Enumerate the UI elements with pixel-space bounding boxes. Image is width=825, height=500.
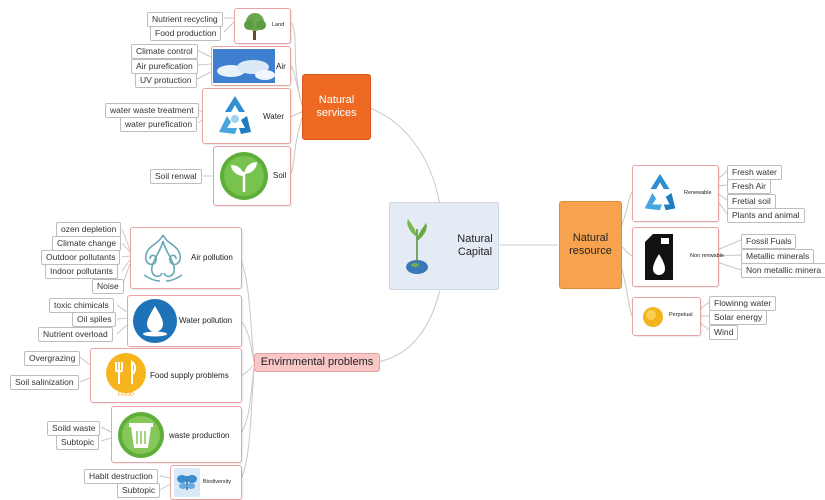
hub-natural-services-line1: Natural [318,94,355,106]
leaf-nutrient-recycling[interactable]: Nutrient recycling [147,12,223,27]
topic-waste-production-label: waste production [169,431,230,440]
leaf-habit-destruction[interactable]: Habit destruction [84,469,158,484]
trash-bin-icon [118,412,164,458]
leaf-outdoor-pollutants[interactable]: Outdoor pollutants [41,250,121,265]
topic-biodiversity-label: Biodiversity [203,479,232,485]
hub-natural-resource-line2: resource [569,245,612,257]
topic-food-icon-text: FOOD [118,392,134,398]
recycle-water-icon [219,96,251,134]
topic-food-supply-label: Food supply problems [150,371,229,380]
leaf-oil-spiles[interactable]: Oil spiles [72,312,117,327]
leaf-uv-protuction[interactable]: UV protuction [135,73,197,88]
leaf-fretial-soil[interactable]: Fretial soil [727,194,776,209]
leaf-food-production[interactable]: Food production [150,26,222,41]
leaf-metallic-minerals[interactable]: Metallic minerals [741,249,815,264]
hub-natural-services-line2: services [316,107,357,119]
topic-perpetual-label: Perpetual [669,312,693,318]
hub-environmental-problems-label: Envirnmental problems [260,356,374,368]
leaf-fresh-air[interactable]: Fresh Air [727,179,772,194]
recycle-icon [644,173,676,211]
leaf-soil-renwal[interactable]: Soil renwal [150,169,202,184]
hub-natural-resource[interactable]: Natural resource [559,201,622,289]
water-drop-icon [133,299,177,343]
central-title-line1: Natural [457,233,493,245]
topic-soil[interactable]: Soil [213,146,291,206]
leaf-climate-control[interactable]: Climate control [131,44,198,59]
leaf-fossil-fuals[interactable]: Fossil Fuals [741,234,797,249]
topic-soil-label: Soil [273,171,287,180]
sun-icon [643,307,663,327]
topic-renewable[interactable]: Renewable [632,165,719,222]
central-title-line2: Capital [457,246,493,258]
topic-air-pollution[interactable]: Air pollution [130,227,242,289]
topic-non-renewable[interactable]: Non renwable [632,227,724,287]
wind-swirl-icon [143,234,183,282]
topic-non-renewable-label: Non renwable [690,253,724,259]
topic-water-label: Water [263,112,285,121]
topic-perpetual[interactable]: Perpetual [632,297,701,336]
leaf-plants-and-animal[interactable]: Plants and animal [727,208,805,223]
leaf-soild-waste[interactable]: Soild waste [47,421,101,436]
leaf-water-waste-treatment[interactable]: water waste treatment [105,103,199,118]
topic-waste-production[interactable]: waste production [111,406,242,463]
leaf-air-purefication[interactable]: Air purefication [131,59,198,74]
topic-renewable-label: Renewable [684,190,712,196]
sprout-icon [220,152,268,200]
food-cutlery-icon [106,353,146,393]
hub-natural-resource-line1: Natural [572,232,609,244]
topic-biodiversity[interactable]: Biodiversity [170,465,242,500]
leaf-flowinng-water[interactable]: Flowinng water [709,296,777,311]
leaf-overgrazing[interactable]: Overgrazing [24,351,81,366]
leaf-ozen-depletion[interactable]: ozen depletion [56,222,122,237]
leaf-solar-energy[interactable]: Solar energy [709,310,768,325]
leaf-wind[interactable]: Wind [709,325,739,340]
topic-water-pollution-label: Water pollution [179,316,233,325]
leaf-non-metallic-minera[interactable]: Non metallic minera [741,263,825,278]
topic-water[interactable]: Water [202,88,291,144]
sky-clouds-icon [213,49,275,83]
leaf-indoor-pollutants[interactable]: Indoor pollutants [45,264,118,279]
leaf-biodiversity-subtopic[interactable]: Subtopic [117,483,161,498]
topic-air[interactable]: Air [211,46,291,86]
leaf-toxic-chimicals[interactable]: toxic chimicals [49,298,114,313]
topic-land[interactable]: Land [234,8,291,44]
topic-air-pollution-label: Air pollution [191,253,233,262]
leaf-climate-change[interactable]: Climate change [52,236,122,251]
leaf-nutrient-overload[interactable]: Nutrient overload [38,327,113,342]
leaf-soil-salinization[interactable]: Soil salinization [10,375,79,390]
leaf-waste-subtopic[interactable]: Subtopic [56,435,100,450]
plant-globe-icon [406,219,428,274]
butterfly-icon [174,468,200,497]
leaf-fresh-water[interactable]: Fresh water [727,165,782,180]
tree-icon [244,13,266,40]
fuel-can-icon [645,234,673,280]
hub-environmental-problems[interactable]: Envirnmental problems [254,353,380,372]
topic-land-label: Land [272,22,285,28]
central-topic-natural-capital[interactable]: Natural Capital [389,202,499,290]
topic-air-label: Air [276,62,286,71]
hub-natural-services[interactable]: Natural services [302,74,371,140]
topic-food-supply[interactable]: FOOD Food supply problems [90,348,242,403]
topic-water-pollution[interactable]: Water pollution [127,295,242,347]
leaf-water-purefication[interactable]: water purefication [120,117,198,132]
leaf-noise[interactable]: Noise [92,279,124,294]
